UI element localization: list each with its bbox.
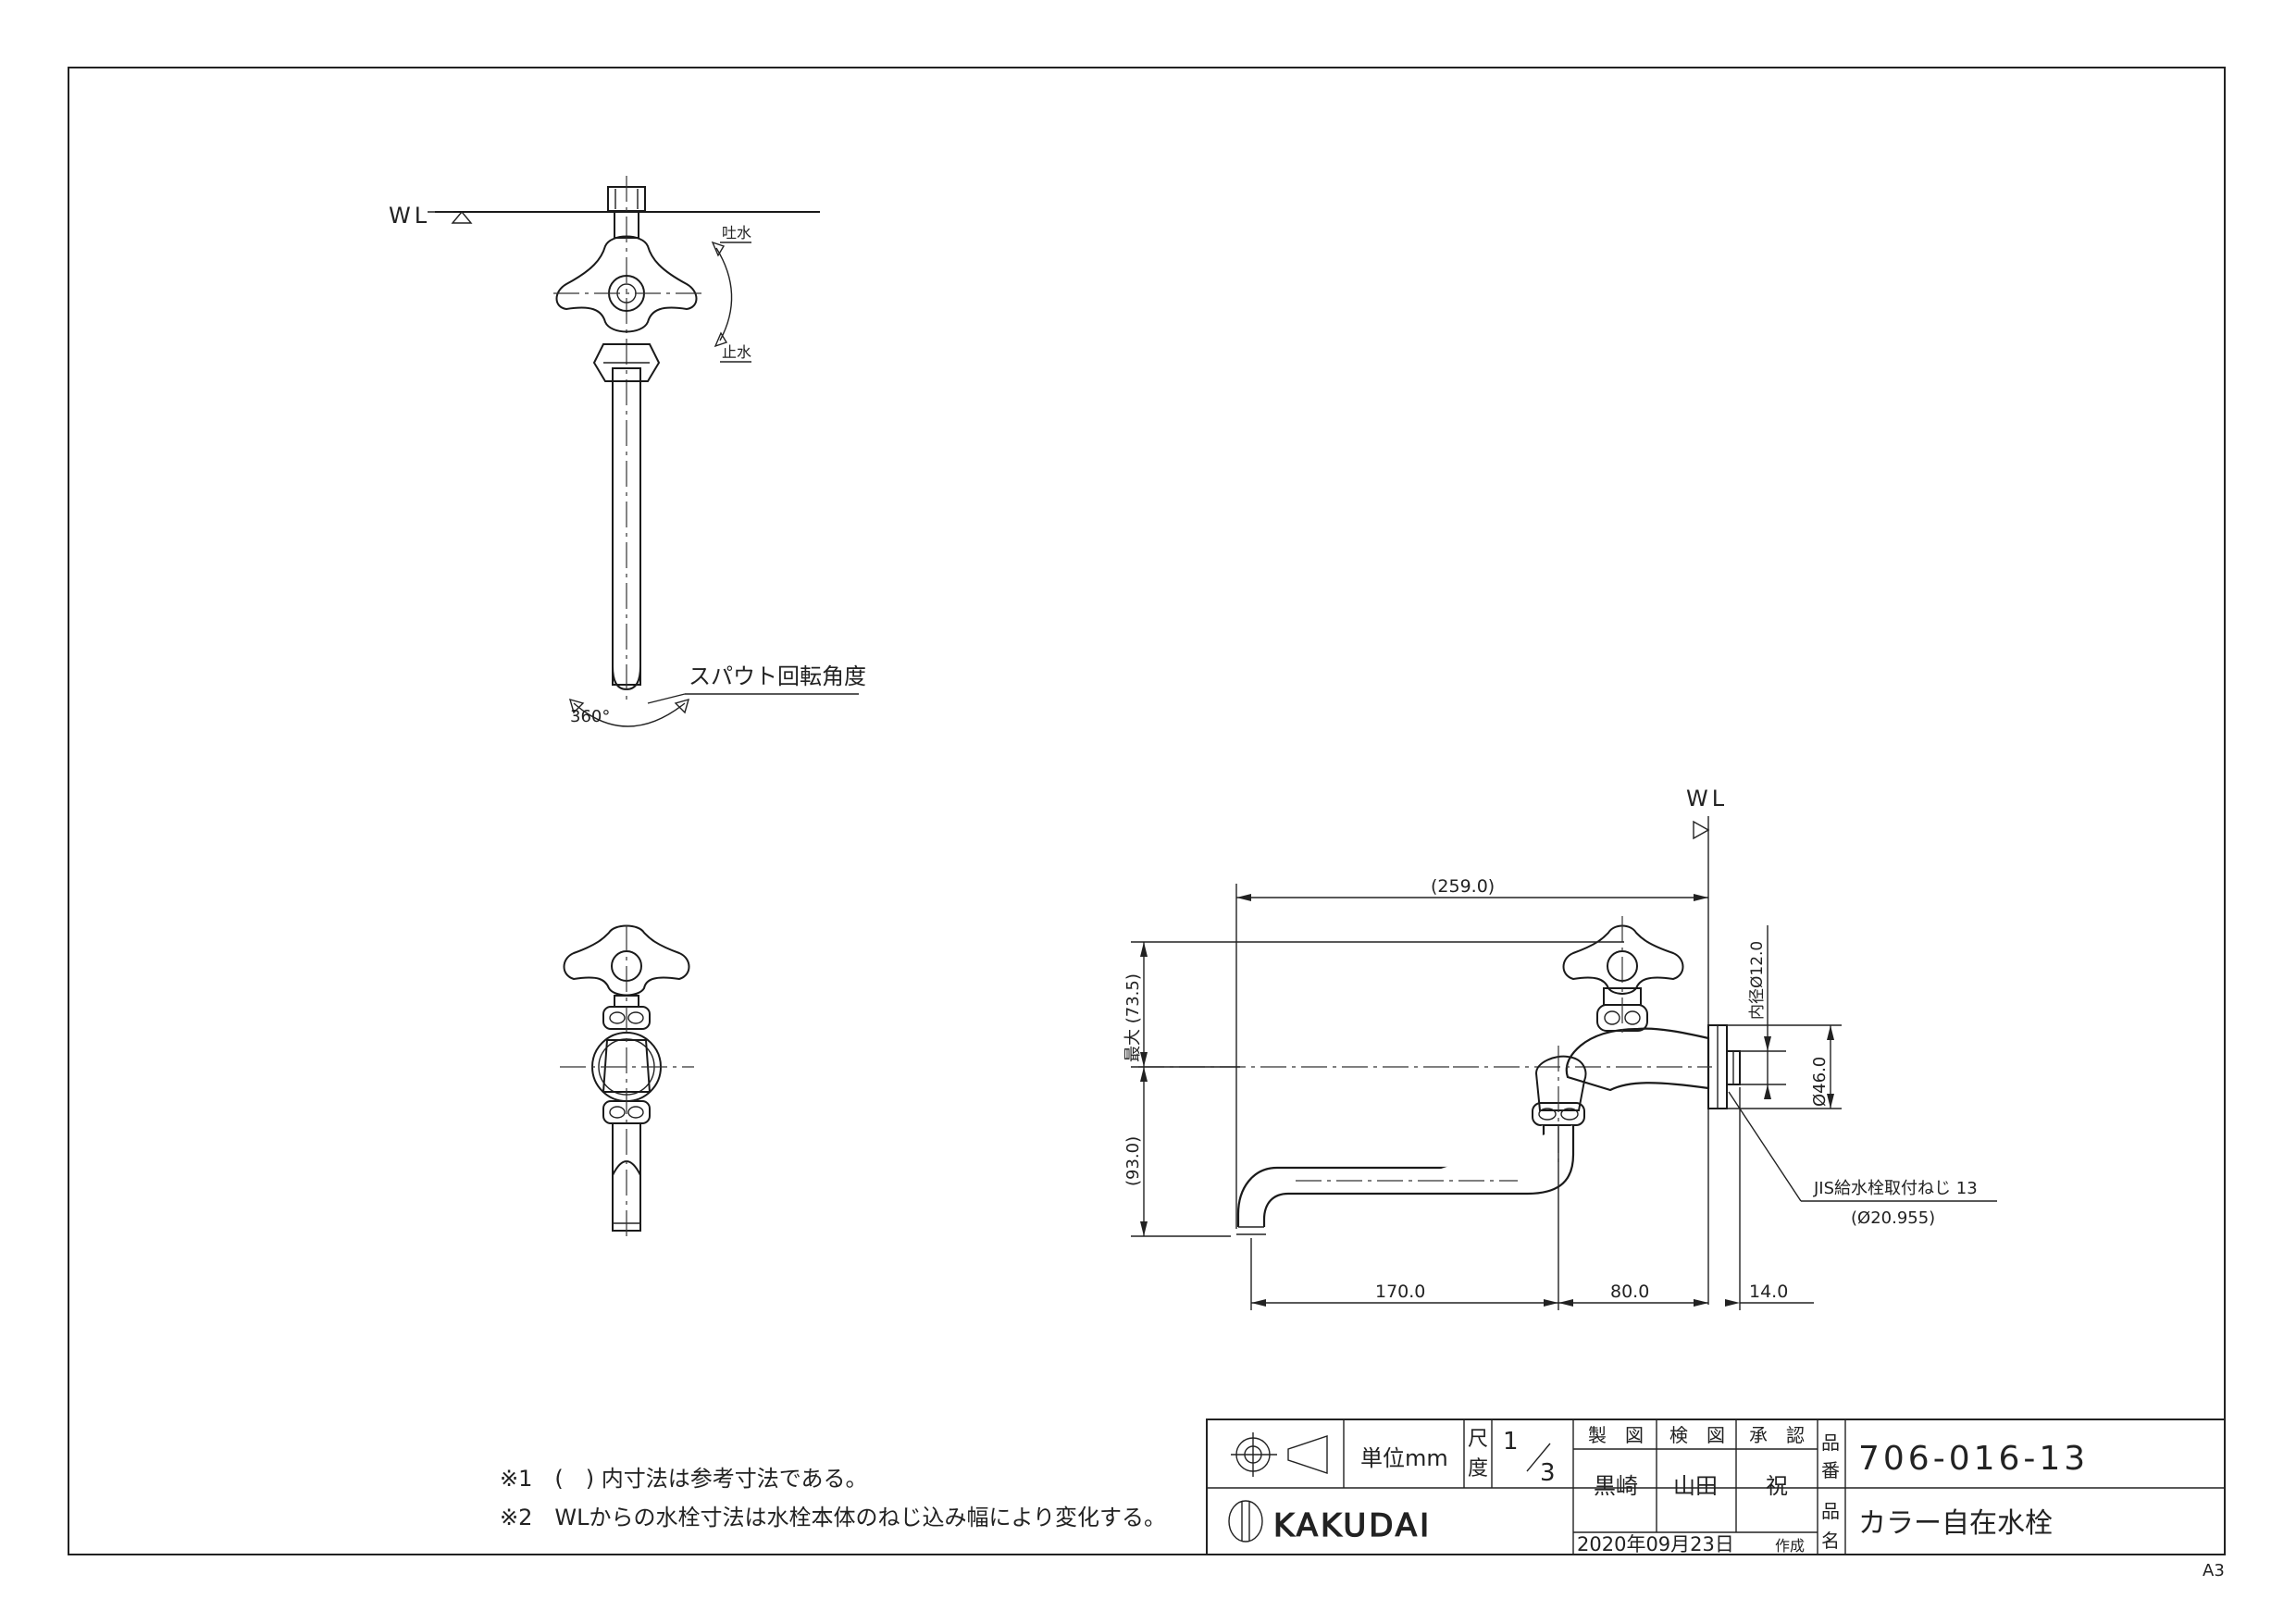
dim-thread: 14.0 <box>1749 1282 1788 1302</box>
close-label: 止水 <box>722 343 751 361</box>
dim-body: 80.0 <box>1610 1282 1649 1302</box>
part-no-label-1: 品 <box>1821 1431 1840 1454</box>
dim-spout: 170.0 <box>1375 1282 1425 1302</box>
kakudai-logo: KAKUDAI <box>1228 1500 1432 1545</box>
title-block: 単位mm 尺 度 1 3 製 図 検 図 承 認 黒崎 山田 祝 2020年09… <box>1206 1419 2226 1580</box>
company-name: KAKUDAI <box>1273 1507 1432 1544</box>
sheet-border <box>68 67 2226 1555</box>
sheet-size: A3 <box>2203 1561 2225 1580</box>
side-wl-label: WL <box>1686 786 1728 812</box>
part-name-label-1: 品 <box>1821 1500 1840 1522</box>
thread-dia: (Ø20.955) <box>1851 1208 1935 1228</box>
dim-inner-dia: 内径Ø12.0 <box>1748 941 1767 1020</box>
drawn-by: 黒崎 <box>1594 1473 1638 1499</box>
unit-label: 単位mm <box>1360 1445 1448 1471</box>
part-no: 706-016-13 <box>1858 1440 2089 1478</box>
front-view <box>560 924 694 1240</box>
drawn-header: 製 図 <box>1588 1424 1644 1446</box>
dim-max-height: 最大 (73.5) <box>1123 973 1143 1062</box>
side-view: WL ( <box>1123 786 1997 1310</box>
date: 2020年09月23日 <box>1577 1533 1734 1555</box>
checked-by: 山田 <box>1673 1473 1718 1499</box>
rotation-angle: 360° <box>570 707 610 726</box>
created-label: 作成 <box>1775 1537 1805 1555</box>
note-2: ※2 WLからの水栓寸法は水栓本体のねじ込み幅により変化する。 <box>500 1505 1166 1530</box>
spout-rotation-label: スパウト回転角度 <box>689 663 866 689</box>
scale-label: 尺 <box>1468 1428 1488 1451</box>
checked-header: 検 図 <box>1669 1424 1725 1446</box>
approved-header: 承 認 <box>1749 1424 1805 1446</box>
dim-drop: (93.0) <box>1123 1136 1143 1186</box>
note-1: ※1 ( ) 内寸法は参考寸法である。 <box>500 1466 868 1492</box>
top-wl-label: WL <box>389 203 430 229</box>
part-name: カラー自在水栓 <box>1858 1507 2053 1540</box>
dim-total-length: (259.0) <box>1431 876 1495 897</box>
open-label: 吐水 <box>722 224 751 242</box>
approved-by: 祝 <box>1766 1473 1788 1499</box>
scale-label-2: 度 <box>1468 1457 1488 1481</box>
part-no-label-2: 番 <box>1821 1459 1840 1481</box>
scale-num: 1 <box>1503 1428 1519 1456</box>
part-name-label-2: 名 <box>1821 1530 1840 1552</box>
dim-flange-dia: Ø46.0 <box>1810 1057 1830 1107</box>
projection-symbol-icon <box>1231 1432 1328 1477</box>
thread-note: JIS給水栓取付ねじ 13 <box>1813 1179 1978 1198</box>
scale-den: 3 <box>1540 1459 1556 1487</box>
top-view: WL 吐水 止水 スパウト回転角度 360° <box>389 176 866 727</box>
